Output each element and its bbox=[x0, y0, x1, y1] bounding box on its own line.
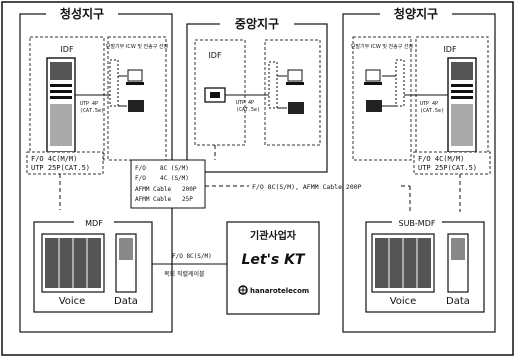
cable-spec-3a: AFMM Cable bbox=[135, 186, 172, 193]
hanaro-logo-text: hanarotelecom bbox=[250, 287, 309, 295]
right-fiber-2: UTP 25P(CAT.5) bbox=[418, 164, 477, 172]
center-utp-label-1: UTP 4P bbox=[236, 100, 254, 106]
left-zone-title: 청성지구 bbox=[60, 6, 104, 21]
mdf-voice-label: Voice bbox=[59, 296, 86, 307]
right-enduser-box bbox=[353, 37, 411, 160]
mdf-voice-rack-icon bbox=[42, 234, 104, 292]
carrier-title: 기관사업자 bbox=[250, 229, 297, 242]
kt-logo: Let's KT bbox=[242, 252, 306, 268]
left-enduser-box bbox=[108, 37, 166, 160]
cable-spec-4b: 25P bbox=[182, 196, 193, 203]
left-utp-label-1: UTP 4P bbox=[80, 101, 98, 107]
left-fiber-2: UTP 25P(CAT.5) bbox=[31, 164, 90, 172]
left-idf-rack-icon bbox=[47, 58, 75, 152]
right-idf-label: IDF bbox=[443, 45, 457, 54]
center-enduser-box bbox=[265, 40, 320, 145]
left-utp-label-2: (CAT.5e) bbox=[80, 108, 104, 114]
hanaro-logo-icon bbox=[239, 286, 247, 294]
right-zone-title: 청양지구 bbox=[394, 6, 438, 21]
center-pc-icon bbox=[286, 70, 304, 85]
mdf-data-label: Data bbox=[114, 296, 138, 307]
center-idf-label: IDF bbox=[208, 51, 222, 60]
carrier-link-label-1: F/O 8C(S/M) bbox=[172, 253, 212, 260]
mdf-data-rack-icon bbox=[116, 234, 136, 292]
cable-spec-3b: 200P bbox=[182, 186, 197, 193]
left-enduser-note: 단말기부 ICW 및 전송구 선정 bbox=[106, 43, 168, 50]
center-zone-title: 중앙지구 bbox=[235, 16, 279, 31]
left-fiber-1: F/O 4C(M/M) bbox=[31, 155, 77, 163]
right-phone-icon bbox=[366, 100, 382, 112]
center-idf-switch-icon bbox=[205, 88, 225, 102]
right-idf-rack-icon bbox=[448, 58, 476, 152]
left-pc-icon bbox=[126, 70, 144, 85]
cable-spec-1a: F/O bbox=[135, 165, 146, 172]
left-phone-icon bbox=[128, 100, 144, 112]
submdf-data-label: Data bbox=[446, 296, 470, 307]
right-utp-label-2: (CAT.5e) bbox=[420, 108, 444, 114]
cable-spec-1b: 8C (S/M) bbox=[160, 165, 189, 172]
cable-spec-4a: AFMM Cable bbox=[135, 196, 172, 203]
right-fiber-1: F/O 4C(M/M) bbox=[418, 155, 464, 163]
right-utp-label-1: UTP 4P bbox=[420, 101, 438, 107]
submdf-voice-rack-icon bbox=[372, 234, 434, 292]
trunk-label: F/O 8C(S/M), AFMM Cable 200P bbox=[252, 183, 362, 191]
mdf-title: MDF bbox=[85, 219, 103, 228]
submdf-title: SUB-MDF bbox=[399, 219, 436, 228]
cable-spec-2b: 4C (S/M) bbox=[160, 175, 189, 182]
right-enduser-note: 단말기부 ICW 및 전송구 선정 bbox=[351, 43, 413, 50]
submdf-voice-label: Voice bbox=[390, 296, 417, 307]
left-idf-label: IDF bbox=[60, 45, 74, 54]
submdf-data-rack-icon bbox=[448, 234, 468, 292]
center-utp-label-2: (CAT.5e) bbox=[236, 107, 260, 113]
carrier-link-label-2: 복회 직렬케이블 bbox=[164, 270, 205, 278]
cable-spec-2a: F/O bbox=[135, 175, 146, 182]
right-pc-icon bbox=[364, 70, 382, 85]
center-phone-icon bbox=[288, 102, 304, 114]
